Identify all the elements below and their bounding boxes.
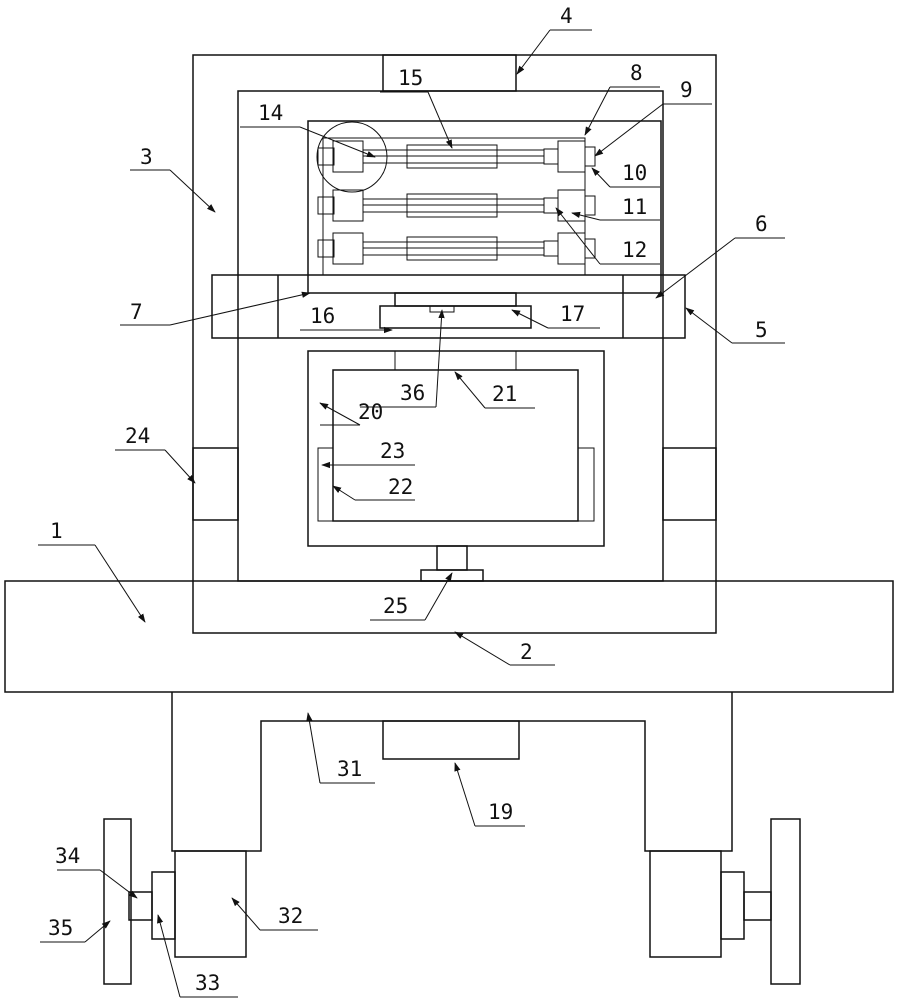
label-35: 35 bbox=[48, 916, 73, 940]
label-17: 17 bbox=[560, 302, 585, 326]
label-33: 33 bbox=[195, 971, 220, 995]
label-15: 15 bbox=[398, 66, 423, 90]
label-16: 16 bbox=[310, 304, 335, 328]
label-22: 22 bbox=[388, 475, 413, 499]
label-10: 10 bbox=[622, 161, 647, 185]
label-20: 20 bbox=[358, 400, 383, 424]
label-36: 36 bbox=[400, 381, 425, 405]
clamp-block bbox=[379, 292, 532, 329]
label-12: 12 bbox=[622, 238, 647, 262]
undercarriage bbox=[171, 692, 733, 852]
support-post bbox=[420, 545, 484, 582]
label-7: 7 bbox=[130, 300, 143, 324]
roller-assembly bbox=[316, 121, 596, 265]
leader-lines bbox=[38, 29, 785, 998]
label-8: 8 bbox=[630, 61, 643, 85]
label-24: 24 bbox=[125, 424, 150, 448]
label-14: 14 bbox=[258, 101, 283, 125]
roller-box bbox=[307, 120, 662, 294]
label-25: 25 bbox=[383, 594, 408, 618]
label-9: 9 bbox=[680, 78, 693, 102]
label-4: 4 bbox=[560, 4, 573, 28]
side-guide-blocks bbox=[192, 447, 717, 521]
label-21: 21 bbox=[492, 382, 517, 406]
roller-row bbox=[317, 232, 596, 265]
label-31: 31 bbox=[337, 757, 362, 781]
label-23: 23 bbox=[380, 439, 405, 463]
part-labels: 1 2 3 4 5 6 7 8 9 10 11 12 14 15 16 17 1… bbox=[48, 4, 768, 995]
label-6: 6 bbox=[755, 212, 768, 236]
detail-circle bbox=[316, 121, 388, 193]
label-19: 19 bbox=[488, 800, 513, 824]
roller-row bbox=[317, 189, 596, 222]
right-wheel-assembly bbox=[649, 818, 801, 985]
label-3: 3 bbox=[140, 145, 153, 169]
left-wheel-assembly bbox=[103, 818, 247, 985]
label-11: 11 bbox=[622, 195, 647, 219]
label-34: 34 bbox=[55, 844, 80, 868]
label-32: 32 bbox=[278, 904, 303, 928]
label-1: 1 bbox=[50, 519, 63, 543]
base-plate bbox=[4, 580, 894, 693]
label-5: 5 bbox=[755, 318, 768, 342]
label-2: 2 bbox=[520, 640, 533, 664]
lower-frame bbox=[307, 350, 605, 547]
roller-row bbox=[317, 140, 596, 173]
